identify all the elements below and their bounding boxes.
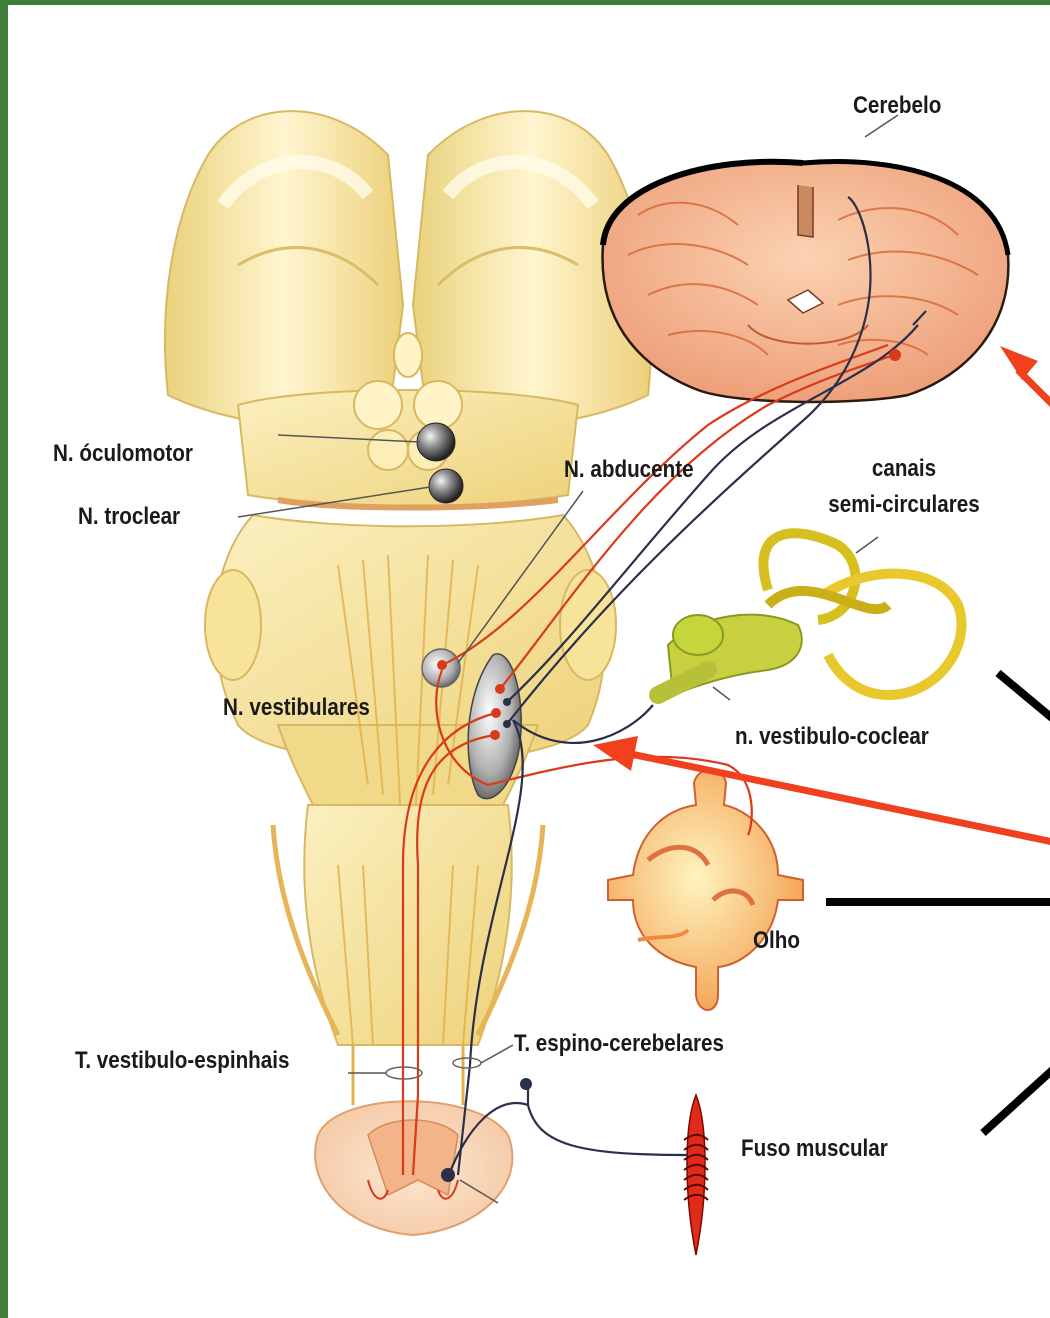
muscle-spindle [684,1095,708,1255]
label-canais-line1: canais [827,455,982,483]
trochlear-nucleus [429,469,463,503]
oculomotor-nucleus [417,423,455,461]
tract-markers [386,1058,481,1079]
label-vestibulo-coclear: n. vestibulo-coclear [735,723,929,751]
label-canais-line2: semi-circulares [813,491,995,519]
label-vestibulares: N. vestibulares [223,694,370,722]
label-oculomotor: N. óculomotor [53,440,193,468]
label-olho: Olho [753,927,800,955]
label-espino-cerebelares: T. espino-cerebelares [514,1030,724,1058]
anatomy-diagram [8,5,1050,1318]
eye [608,770,803,1011]
label-cerebelo: Cerebelo [853,92,941,120]
cerebellum [603,162,1009,402]
vestibule [658,615,802,695]
abducens-nucleus [422,649,460,687]
brainstem [165,111,651,1105]
semicircular-canals [763,533,961,695]
label-abducente: N. abducente [564,456,694,484]
label-fuso-muscular: Fuso muscular [741,1135,888,1163]
label-troclear: N. troclear [78,503,180,531]
label-vestibulo-espinhais: T. vestibulo-espinhais [75,1047,289,1075]
